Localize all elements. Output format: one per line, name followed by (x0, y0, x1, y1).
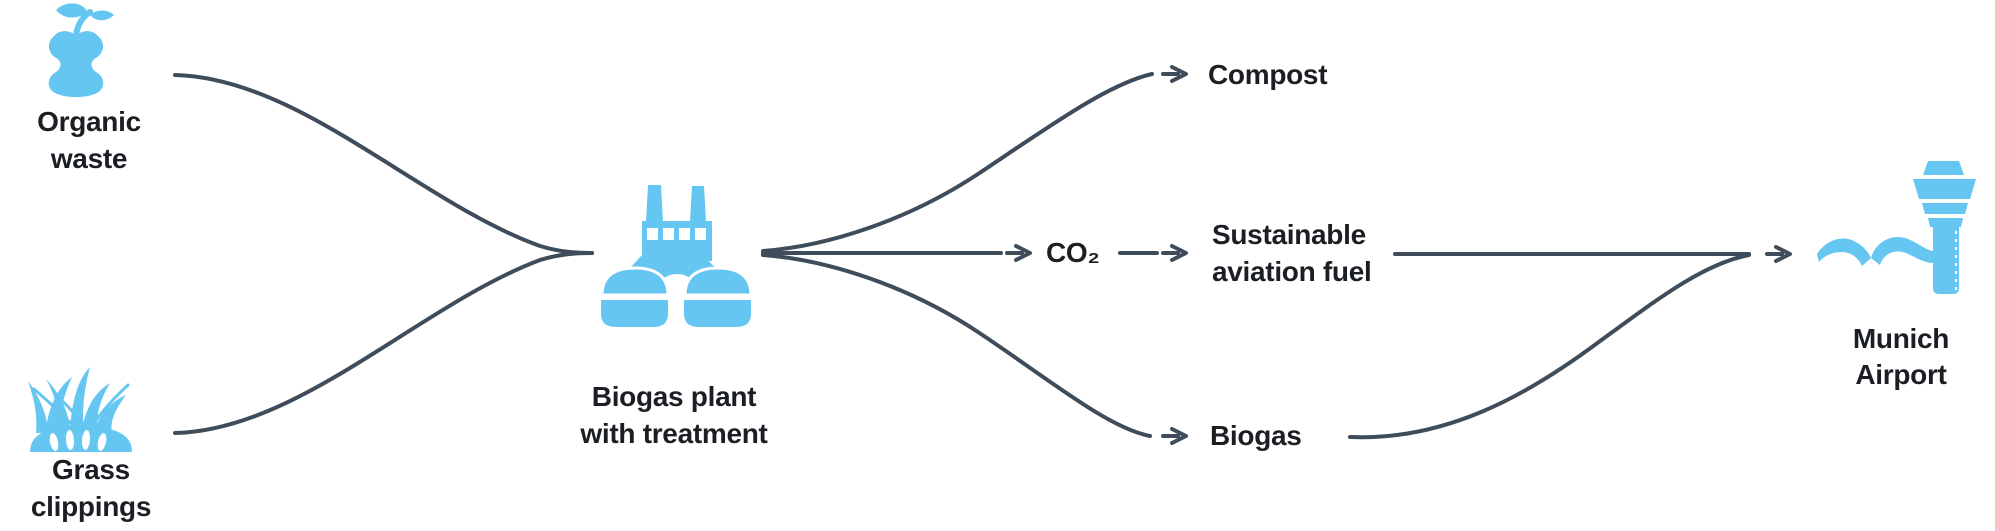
arrow-icon-biogas (1161, 427, 1188, 445)
arrow-icon-co2 (1005, 244, 1032, 262)
compost-label: Compost (1208, 59, 1328, 90)
connector-organic-to-plant (173, 73, 594, 255)
biogas-label: Biogas (1210, 420, 1302, 451)
airport-tower-icon (1817, 161, 1976, 294)
organic-waste-label: Organic waste (37, 106, 141, 174)
munich-airport-label: Munich Airport (1852, 323, 1950, 390)
co2-label: CO₂ (1046, 237, 1100, 268)
apple-core-icon (48, 3, 114, 98)
connector-plant-to-compost (761, 72, 1154, 253)
arrow-icon-saf (1161, 244, 1188, 262)
grass-icon (28, 367, 132, 452)
biogas-plant-icon (600, 185, 753, 327)
sustainable-aviation-fuel-label: Sustainable aviation fuel (1212, 219, 1372, 287)
arrow-icon-airport (1765, 245, 1792, 263)
arrow-icon-compost (1161, 65, 1188, 83)
grass-clippings-label: Grass clippings (30, 454, 152, 522)
biogas-plant-label: Biogas plant with treatment (580, 381, 768, 449)
connector-plant-to-biogas (761, 253, 1152, 438)
connector-biogas-to-airport (1348, 253, 1751, 440)
connector-grass-to-plant (173, 251, 594, 435)
